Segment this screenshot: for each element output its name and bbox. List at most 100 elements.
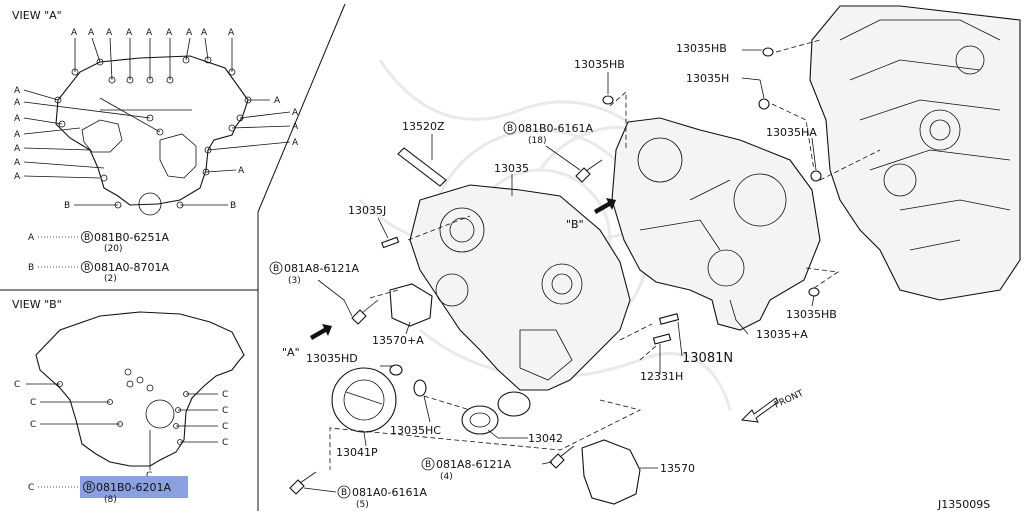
label-13035hb-topright: 13035HB bbox=[676, 42, 727, 55]
svg-text:B: B bbox=[230, 201, 236, 211]
view-b-panel: VIEW "B" C C C C C C C C bbox=[12, 298, 245, 505]
svg-text:B: B bbox=[86, 483, 92, 493]
svg-text:A: A bbox=[14, 144, 21, 154]
circled-b-icon bbox=[81, 261, 93, 273]
label-13520z: 13520Z bbox=[402, 120, 445, 133]
legend-c-key: C bbox=[28, 483, 34, 493]
panel-divider bbox=[0, 3, 346, 291]
svg-text:A: A bbox=[292, 138, 299, 148]
svg-text:B: B bbox=[84, 233, 90, 243]
svg-text:A: A bbox=[88, 28, 95, 38]
label-13035hb-top: 13035HB bbox=[574, 58, 625, 71]
svg-text:A: A bbox=[14, 158, 21, 168]
front-arrow-icon bbox=[740, 397, 779, 423]
o-ring-13035hb-top bbox=[602, 95, 614, 105]
view-b-leaders bbox=[26, 381, 218, 470]
svg-text:A: A bbox=[146, 28, 153, 38]
o-ring-13035hb-bottom bbox=[808, 287, 820, 297]
front-timing-cover bbox=[409, 184, 631, 391]
label-13035j: 13035J bbox=[348, 204, 386, 217]
svg-text:B: B bbox=[425, 460, 431, 470]
view-b-title: VIEW "B" bbox=[12, 298, 62, 311]
tube-13520z bbox=[397, 147, 447, 187]
view-a-title: VIEW "A" bbox=[12, 9, 62, 22]
svg-text:A: A bbox=[14, 114, 21, 124]
svg-text:A: A bbox=[126, 28, 133, 38]
view-b-legend: C B 081B0-6201A (8) bbox=[28, 476, 188, 505]
label-081a8-6121a-left-qty: (3) bbox=[288, 276, 301, 286]
label-13035h: 13035H bbox=[686, 72, 729, 85]
label-12331h: 12331H bbox=[640, 370, 683, 383]
view-a-markers: A A A A A A A A A A A A A A A A A A A A … bbox=[14, 28, 299, 211]
label-13081n: 13081N bbox=[682, 351, 733, 366]
legend-c-qty: (8) bbox=[104, 495, 117, 505]
svg-text:A: A bbox=[166, 28, 173, 38]
oil-seal bbox=[461, 391, 531, 435]
pump-cover bbox=[331, 367, 397, 433]
circled-b-icon bbox=[81, 231, 93, 243]
svg-text:C: C bbox=[222, 438, 228, 448]
svg-text:C: C bbox=[30, 398, 36, 408]
svg-text:A: A bbox=[71, 28, 78, 38]
svg-text:B: B bbox=[64, 201, 70, 211]
o-ring-13035ha bbox=[810, 170, 822, 182]
svg-text:C: C bbox=[222, 422, 228, 432]
view-a-window-right bbox=[159, 133, 197, 179]
dowel-13081n bbox=[658, 313, 680, 325]
o-ring-13035h bbox=[758, 98, 770, 110]
view-a-panel: VIEW "A" bbox=[12, 9, 299, 284]
o-ring-13035hb-topright bbox=[762, 47, 774, 57]
label-13035hd: 13035HD bbox=[306, 352, 358, 365]
label-view-b-arrow: "B" bbox=[566, 218, 584, 231]
svg-text:B: B bbox=[84, 263, 90, 273]
legend-a-qty: (20) bbox=[104, 244, 122, 254]
view-a-bolt-holes bbox=[54, 56, 252, 209]
circled-b-icon bbox=[269, 261, 283, 275]
legend-a-key: A bbox=[28, 233, 35, 243]
svg-text:C: C bbox=[30, 420, 36, 430]
label-13035: 13035 bbox=[494, 162, 529, 175]
dowel-13035j bbox=[381, 236, 400, 249]
svg-text:A: A bbox=[14, 86, 21, 96]
circled-b-icon bbox=[503, 121, 517, 135]
label-081a8-6121a-left: 081A8-6121A bbox=[284, 262, 359, 275]
label-13041p: 13041P bbox=[336, 446, 378, 459]
svg-text:A: A bbox=[228, 28, 235, 38]
view-b-seal-hole bbox=[145, 399, 175, 429]
legend-c-highlight bbox=[80, 476, 188, 498]
dowel-12331h bbox=[652, 333, 672, 345]
label-13570: 13570 bbox=[660, 462, 695, 475]
svg-text:A: A bbox=[274, 96, 281, 106]
label-081a8-6121a-bottom-qty: (4) bbox=[440, 472, 453, 482]
svg-text:C: C bbox=[222, 390, 228, 400]
circled-b-icon bbox=[83, 481, 95, 493]
svg-text:A: A bbox=[201, 28, 208, 38]
legend-c-part: 081B0-6201A bbox=[96, 481, 172, 494]
label-081a0-6161a-qty: (5) bbox=[356, 500, 369, 510]
circled-b-icon bbox=[337, 485, 351, 499]
view-b-arrow-icon bbox=[594, 198, 616, 214]
svg-text:C: C bbox=[222, 406, 228, 416]
engine-block bbox=[809, 5, 1021, 301]
svg-text:A: A bbox=[14, 98, 21, 108]
gasket-13570 bbox=[581, 439, 641, 505]
label-13035a: 13035+A bbox=[756, 328, 808, 341]
drawing-id: J135009S bbox=[937, 498, 990, 511]
legend-b-qty: (2) bbox=[104, 274, 117, 284]
callout-leaders bbox=[303, 49, 817, 493]
view-a-arrow-icon bbox=[310, 324, 332, 340]
svg-text:B: B bbox=[273, 264, 279, 274]
svg-text:A: A bbox=[14, 130, 21, 140]
svg-text:A: A bbox=[292, 122, 299, 132]
legend-b-part: 081A0-8701A bbox=[94, 261, 169, 274]
assembly-lines bbox=[329, 39, 881, 470]
view-a-crank-hole bbox=[138, 192, 162, 216]
view-b-cover-outline bbox=[35, 311, 245, 467]
view-a-legend: A B 081B0-6251A (20) B B 081A0-8701A (2) bbox=[28, 231, 170, 284]
gasket-13570a bbox=[389, 283, 433, 327]
svg-text:A: A bbox=[292, 108, 299, 118]
inner-cover bbox=[611, 117, 821, 331]
circled-b-icon bbox=[421, 457, 435, 471]
view-a-cover-outline bbox=[55, 55, 249, 206]
